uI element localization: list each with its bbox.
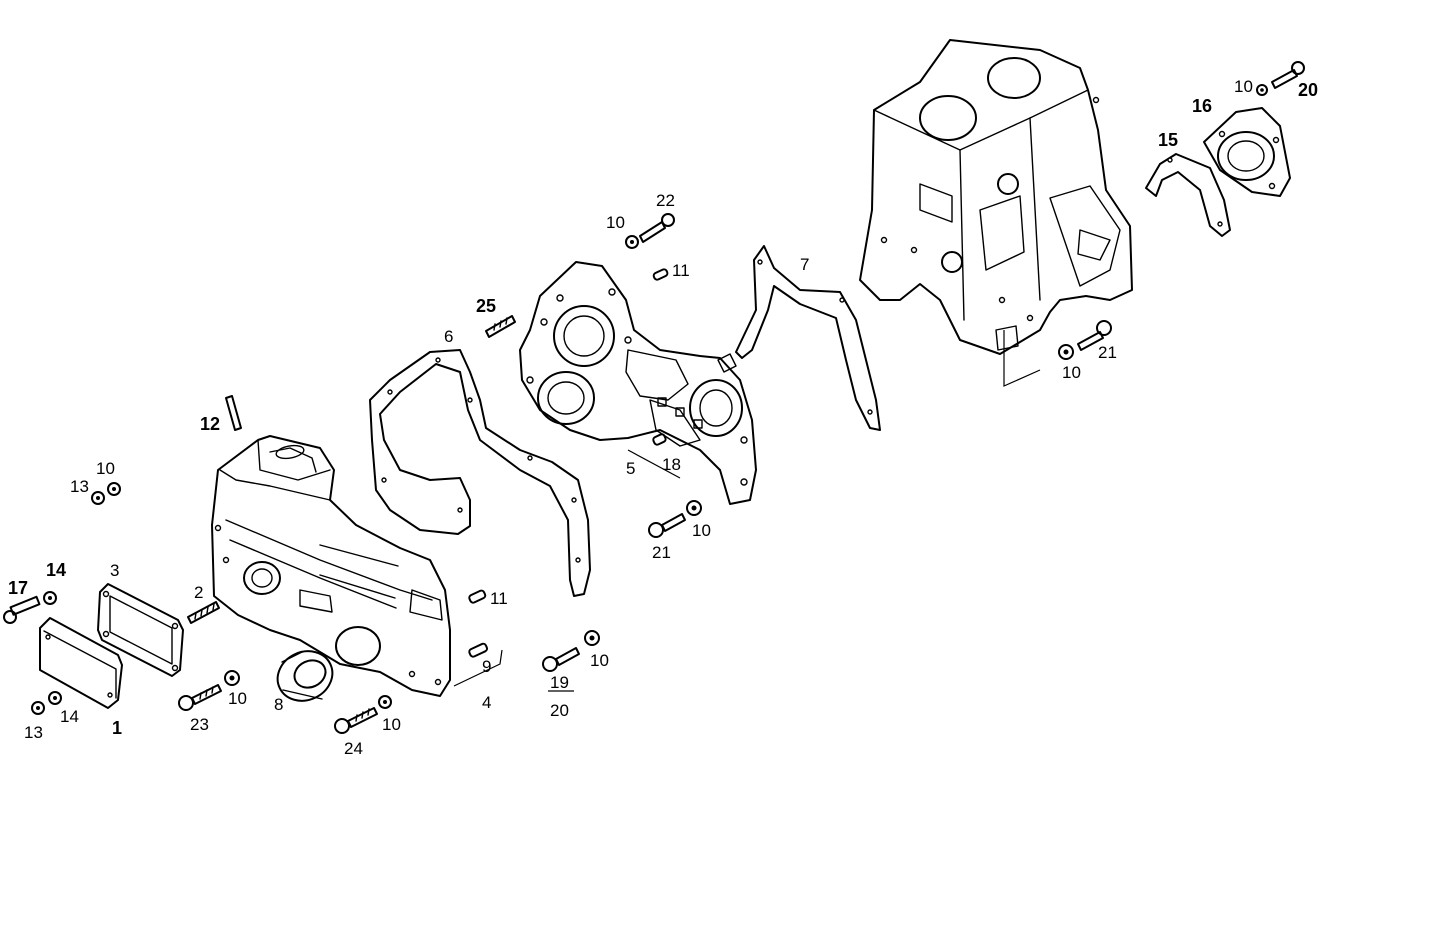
callout-10-e: 10 (692, 521, 711, 540)
callout-17: 17 (8, 578, 28, 598)
callouts: 1 2 3 4 5 6 7 8 9 10 10 10 10 10 10 10 1… (8, 77, 1318, 758)
callout-18: 18 (662, 455, 681, 474)
callout-19: 19 (550, 673, 569, 692)
dowel-11-lower (468, 589, 487, 604)
bolt-22 (639, 213, 675, 243)
rear-gasket-part-15 (1145, 153, 1231, 237)
stud-12 (225, 395, 242, 431)
washer-10-near-23 (224, 670, 240, 686)
bolt-19-20 (542, 647, 580, 672)
callout-4: 4 (482, 693, 491, 712)
bolt-21-upper (1077, 320, 1112, 351)
callout-13-a: 13 (70, 477, 89, 496)
callout-2: 2 (194, 583, 203, 602)
nut-13-bottom (31, 701, 45, 715)
callout-11-a: 11 (672, 261, 690, 280)
callout-24: 24 (344, 739, 363, 758)
rear-seal-housing-part-16 (1203, 107, 1291, 197)
callout-20-a: 20 (550, 701, 569, 720)
dowel-18 (652, 433, 667, 446)
gasket-part-6 (369, 349, 591, 597)
gasket-part-7 (735, 245, 881, 431)
callout-11-b: 11 (490, 589, 508, 608)
callout-7: 7 (800, 255, 809, 274)
bolt-23 (178, 684, 222, 711)
stud-25 (485, 315, 516, 338)
intermediate-plate-part-5 (519, 261, 757, 505)
callout-10-c: 10 (382, 715, 401, 734)
callout-10-g: 10 (1062, 363, 1081, 382)
washer-10-near-21-upper (1058, 344, 1074, 360)
washer-10-near-22 (625, 235, 639, 249)
seal-ring-part-8 (276, 650, 334, 702)
washer-13-top (91, 491, 105, 505)
callout-13-b: 13 (24, 723, 43, 742)
washer-10-near-21-lower (686, 500, 702, 516)
washer-10-near-20 (1256, 84, 1268, 96)
stud-2 (187, 601, 220, 624)
callout-8: 8 (274, 695, 283, 714)
callout-6: 6 (444, 327, 453, 346)
bolt-24 (334, 707, 378, 734)
dowel-9 (468, 642, 489, 658)
dowel-11-upper (652, 268, 669, 281)
leader-lines (453, 330, 1041, 692)
screw-17 (3, 595, 41, 624)
callout-25: 25 (476, 296, 496, 316)
callout-14-a: 14 (46, 560, 66, 580)
bolt-21-lower (648, 513, 686, 538)
washer-14-top (43, 591, 57, 605)
washer-14-bottom (48, 691, 62, 705)
callout-5: 5 (626, 459, 635, 478)
washer-10-near-19 (584, 630, 600, 646)
callout-20-b: 20 (1298, 80, 1318, 100)
callout-10-f: 10 (606, 213, 625, 232)
engine-block (859, 39, 1133, 355)
callout-23: 23 (190, 715, 209, 734)
callout-10-h: 10 (1234, 77, 1253, 96)
callout-22: 22 (656, 191, 675, 210)
gasket-part-3 (97, 583, 184, 677)
callout-12: 12 (200, 414, 220, 434)
callout-1: 1 (112, 718, 122, 738)
callout-10-a: 10 (96, 459, 115, 478)
washer-10-near-24 (378, 695, 392, 709)
callout-3: 3 (110, 561, 119, 580)
callout-21-b: 21 (1098, 343, 1117, 362)
timing-cover-part-4 (211, 435, 451, 697)
callout-15: 15 (1158, 130, 1178, 150)
callout-10-b: 10 (228, 689, 247, 708)
callout-14-b: 14 (60, 707, 79, 726)
callout-9: 9 (482, 657, 491, 676)
cover-plate-part-1 (39, 617, 123, 709)
bolt-20-top (1271, 61, 1305, 89)
callout-16: 16 (1192, 96, 1212, 116)
washer-10-top (107, 482, 121, 496)
callout-10-d: 10 (590, 651, 609, 670)
callout-21-a: 21 (652, 543, 671, 562)
